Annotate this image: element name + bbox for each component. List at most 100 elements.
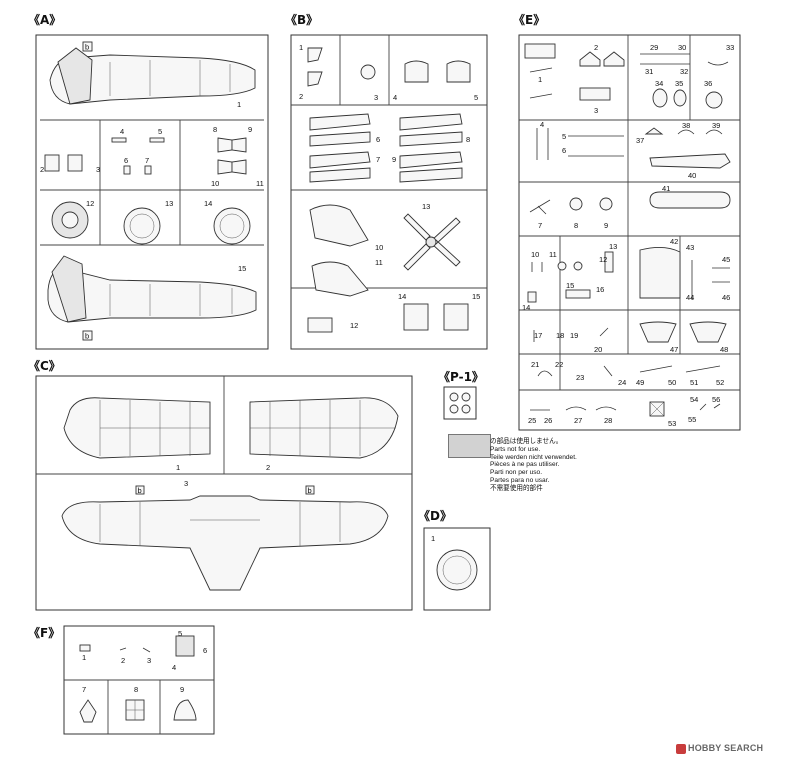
- sprue-d: 《D》 1: [418, 508, 491, 611]
- sprue-a-frame: [35, 34, 269, 350]
- part-e49-label: 49: [636, 378, 644, 387]
- part-p1-d: [461, 404, 471, 414]
- part-a3: [67, 154, 83, 172]
- part-f5-label: 5: [178, 629, 182, 638]
- part-e53-label: 53: [668, 419, 676, 428]
- part-f6-label: 6: [203, 646, 207, 655]
- sprue-e-runners: [519, 35, 740, 391]
- part-e7: [529, 199, 551, 215]
- legend-line-en: Parts not for use.: [490, 445, 541, 453]
- part-b8-elevator: [399, 113, 463, 147]
- sprue-c: 《C》 1 2 3 b b: [28, 358, 413, 611]
- part-b7-label: 7: [376, 155, 380, 164]
- part-c-flag-right: [305, 485, 315, 495]
- part-f3: [142, 647, 151, 653]
- part-e29-e32-rods: [640, 53, 690, 65]
- part-e-unused-tab: [524, 43, 556, 59]
- part-c3-lower-wing: [61, 495, 389, 591]
- part-a5: [149, 137, 165, 143]
- part-a8: [217, 137, 233, 153]
- part-b15-label: 15: [472, 292, 480, 301]
- part-a2-label: 2: [40, 165, 44, 174]
- part-e12-e13: [604, 251, 614, 273]
- part-e14: [527, 291, 537, 303]
- part-e27-label: 27: [574, 416, 582, 425]
- part-e4: [536, 128, 549, 160]
- legend-line-ja: の部品は使用しません。: [490, 438, 563, 445]
- part-f7-label: 7: [82, 685, 86, 694]
- part-a9-label: 9: [248, 125, 252, 134]
- part-a11: [231, 159, 247, 175]
- part-b12: [307, 317, 333, 333]
- part-e21-e22: [537, 370, 553, 377]
- part-e2-label: 2: [594, 43, 598, 52]
- part-c3-label: 3: [184, 479, 188, 488]
- part-a12-hub: [61, 211, 79, 229]
- part-a12-label: 12: [86, 199, 94, 208]
- part-e55-label: 55: [688, 415, 696, 424]
- part-f1: [79, 644, 91, 652]
- part-e27-e28: [565, 406, 617, 411]
- unused-parts-swatch: [448, 434, 491, 458]
- part-e49-e52: [639, 365, 721, 373]
- part-b3-label: 3: [374, 93, 378, 102]
- part-e42-label: 42: [670, 237, 678, 246]
- part-e9-label: 9: [604, 221, 608, 230]
- part-a10-label: 10: [211, 179, 219, 188]
- part-a-flag-bottom: [82, 330, 93, 341]
- part-e37-label: 37: [636, 136, 644, 145]
- part-e32-label: 32: [680, 67, 688, 76]
- part-e17-label: 17: [534, 331, 542, 340]
- part-f8-frames: [126, 700, 144, 720]
- part-a-flag-top-label: b: [85, 43, 89, 52]
- part-a11-label: 11: [256, 179, 264, 188]
- part-f7-windscreen: [79, 699, 97, 723]
- watermark: HOBBY SEARCH: [676, 743, 763, 754]
- part-a8-label: 8: [213, 125, 217, 134]
- part-e14-label: 14: [522, 303, 530, 312]
- part-e2: [579, 51, 625, 67]
- part-b8-label: 8: [466, 135, 470, 144]
- part-a9: [231, 137, 247, 153]
- part-e8-label: 8: [574, 221, 578, 230]
- part-e45-label: 45: [722, 255, 730, 264]
- part-a-flag-bottom-label: b: [85, 332, 89, 341]
- part-e40: [649, 153, 731, 169]
- tree-label-p1: 《P-1》: [438, 369, 484, 384]
- part-e53-cross: [649, 401, 665, 417]
- part-e23-label: 23: [576, 373, 584, 382]
- sprue-b-runners: [291, 35, 487, 289]
- part-f2-label: 2: [121, 656, 125, 665]
- part-d1-label: 1: [431, 534, 435, 543]
- part-a13-inner: [129, 213, 155, 239]
- part-b1: [307, 47, 323, 87]
- part-e52-label: 52: [716, 378, 724, 387]
- tree-label-c: 《C》: [28, 358, 61, 373]
- part-e35: [673, 89, 687, 107]
- part-a13: [123, 207, 161, 245]
- sprue-b: 《B》 1 2 3 4 5 6 8 7 9 10 11 12 13 14 15: [285, 12, 488, 350]
- part-a6-label: 6: [124, 156, 128, 165]
- part-c-flag-right-label: b: [308, 486, 312, 495]
- sprue-f-runners: [64, 679, 214, 734]
- unused-parts-text: の部品は使用しません。 Parts not for use. Teile wer…: [454, 438, 584, 493]
- part-a6: [123, 165, 131, 175]
- part-a4-label: 4: [120, 127, 124, 136]
- part-b3: [360, 64, 376, 80]
- part-e43-label: 43: [686, 243, 694, 252]
- part-f3-label: 3: [147, 656, 151, 665]
- part-f5-unused: [175, 635, 195, 657]
- part-e33-label: 33: [726, 43, 734, 52]
- part-e24-label: 24: [618, 378, 626, 387]
- part-b4-label: 4: [393, 93, 397, 102]
- part-b4: [404, 60, 429, 83]
- part-e20: [599, 327, 609, 337]
- sprue-e: 《E》 1 2 3 4 5 6 29 30 31 32 33 34 35 36 …: [513, 12, 741, 431]
- part-e10-label: 10: [531, 250, 539, 259]
- part-a2: [44, 154, 60, 172]
- part-e40-label: 40: [688, 171, 696, 180]
- part-b10-label: 10: [375, 243, 383, 252]
- part-e18-label: 18: [556, 331, 564, 340]
- part-a4: [111, 137, 127, 143]
